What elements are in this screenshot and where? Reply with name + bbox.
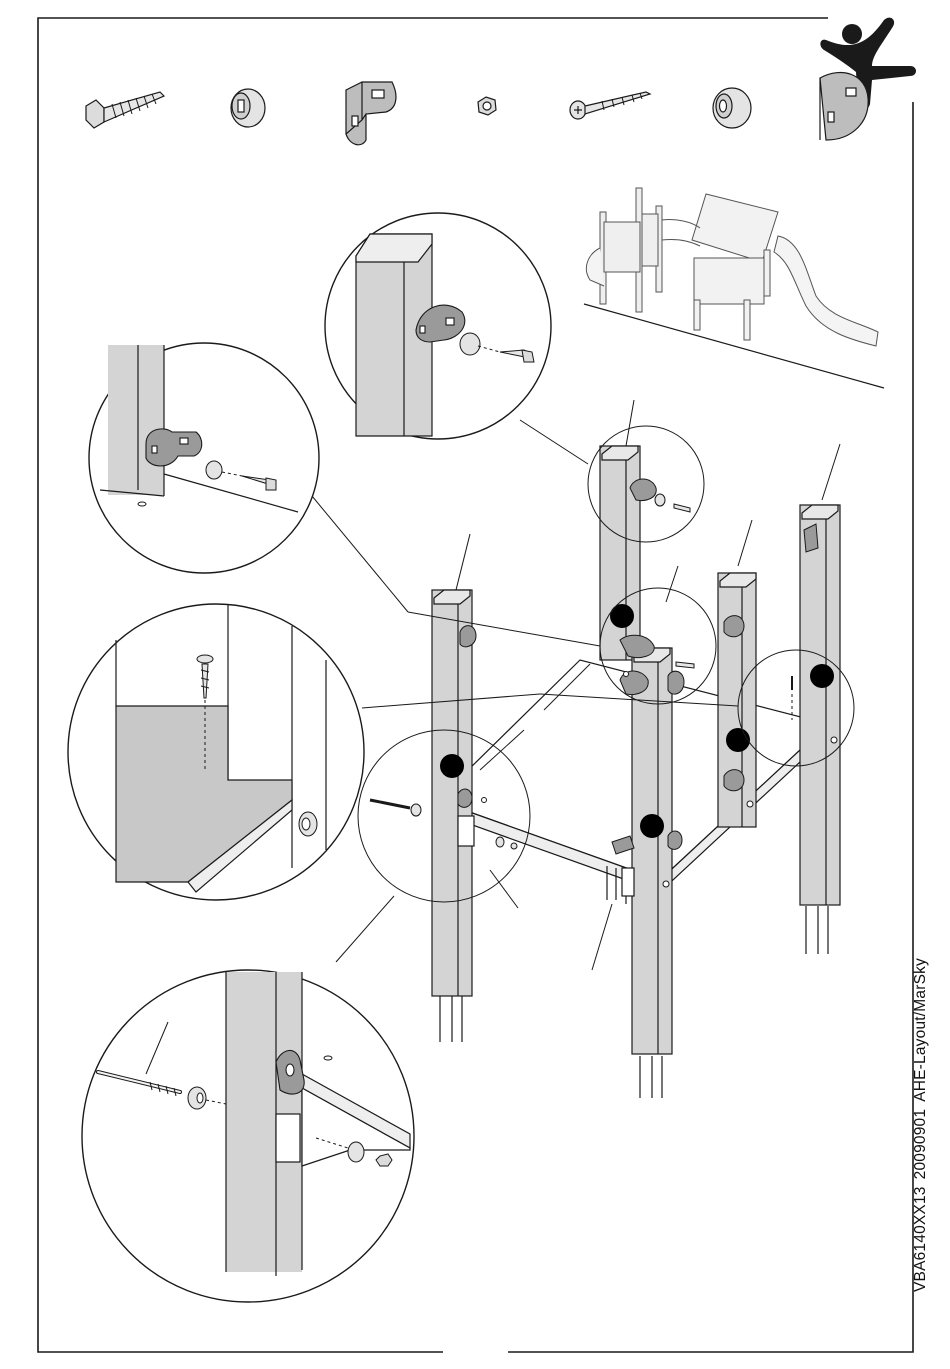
post-back-center: [600, 446, 640, 660]
overview-tower-left: [600, 188, 662, 312]
flat-washer-icon: [713, 88, 751, 128]
step-marker-2: [810, 664, 834, 688]
step-marker-1: [610, 604, 634, 628]
overview-slide: [774, 236, 878, 346]
hex-nut-icon: [478, 97, 496, 115]
platform-support-plate: [458, 816, 474, 846]
hex-lag-screw-icon: [86, 92, 164, 128]
cap-washer-icon: [231, 89, 265, 127]
step-marker-4: [440, 754, 464, 778]
detail-callout-top: [325, 213, 551, 439]
detail-callout-left-middle: [68, 604, 364, 900]
step-marker-5: [640, 814, 664, 838]
overview-house: [692, 194, 778, 340]
step-marker-3: [726, 728, 750, 752]
corner-bracket-icon: [346, 82, 396, 145]
hardware-parts-row: [86, 72, 868, 144]
callout-left-top-washer: [206, 461, 222, 479]
round-bracket-icon: [820, 72, 868, 140]
main-assembly: [312, 400, 854, 1098]
post-front-center: [632, 648, 672, 1054]
sheet-layout: AHE-Layout/MarSky: [912, 958, 929, 1102]
post-right-back: [800, 505, 840, 905]
sheet-code: VBA6140XX13: [912, 1186, 929, 1292]
playground-overview: [584, 188, 884, 388]
callout-left-top-post: [100, 345, 164, 496]
sheet-reference: VBA6140XX13 20090901 AHE-Layout/MarSky: [912, 951, 930, 1292]
sheet-date: 20090901: [912, 1109, 929, 1180]
phillips-wood-screw-icon: [570, 92, 650, 119]
callout-top-washer: [460, 333, 480, 355]
detail-callout-left-bottom: [82, 970, 414, 1302]
detail-callout-left-top: [89, 343, 319, 573]
